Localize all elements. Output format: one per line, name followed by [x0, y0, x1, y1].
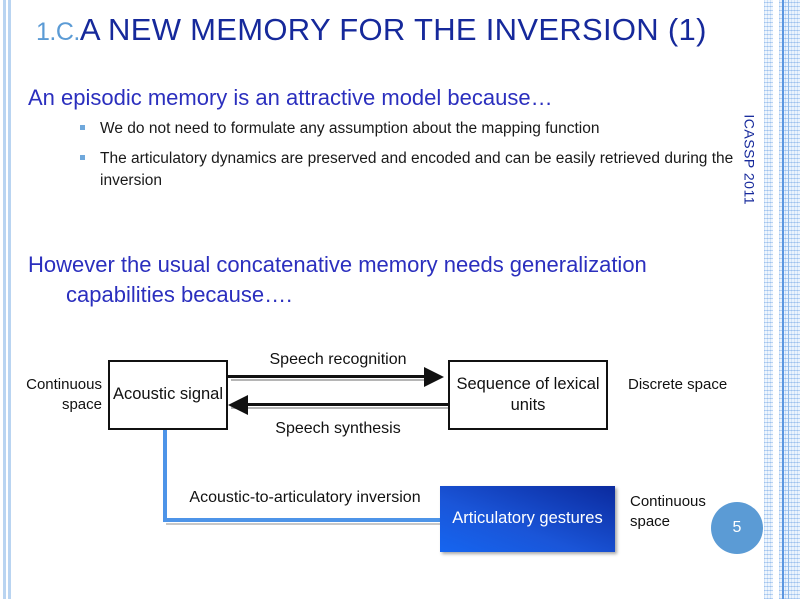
list-item-label: The articulatory dynamics are preserved … — [100, 150, 734, 189]
list-item: The articulatory dynamics are preserved … — [76, 148, 736, 192]
right-border-accent-line — [782, 0, 784, 599]
right-border-stripe-outer — [764, 0, 773, 599]
arrow-recognition-shaft — [228, 375, 426, 378]
arrow-synthesis-shadow — [231, 407, 451, 409]
label-continuous-space-left: Continuous space — [26, 376, 102, 414]
arrow-label-speech-recognition: Speech recognition — [269, 351, 407, 368]
arrow-label-acoustic-to-articulatory-inversion: Acoustic-to-articulatory inversion — [189, 489, 421, 506]
label-continuous-space-bottom: Continuous space — [630, 493, 706, 531]
page-number-badge: 5 — [711, 502, 763, 554]
left-border-decoration — [0, 0, 14, 599]
arrow-synthesis-shaft — [248, 403, 448, 406]
diagram-box-lexical-units: Sequence of lexical units — [448, 360, 608, 430]
right-border-gap — [773, 0, 779, 599]
section-heading-concatenative-memory: However the usual concatenative memory n… — [28, 250, 728, 309]
square-bullet-icon — [80, 155, 85, 160]
label-discrete-space: Discrete space — [628, 376, 728, 393]
heading2-line1: However the usual concatenative memory n… — [28, 252, 647, 277]
square-bullet-icon — [80, 125, 85, 130]
connector-inversion-horizontal — [163, 518, 445, 522]
diagram-box-acoustic-signal: Acoustic signal — [108, 360, 228, 430]
diagram-box-articulatory-gestures: Articulatory gestures — [440, 486, 615, 552]
list-item: We do not need to formulate any assumpti… — [76, 118, 736, 140]
heading2-line2: capabilities because…. — [66, 281, 293, 307]
inversion-diagram: Continuous space Acoustic signal Speech … — [0, 340, 800, 599]
arrow-recognition-shadow — [231, 379, 431, 381]
page-title: 1.C.A NEW MEMORY FOR THE INVERSION (1) — [36, 12, 707, 48]
right-border-decoration — [764, 0, 800, 599]
conference-label: ICASSP 2011 — [742, 114, 758, 205]
list-item-label: We do not need to formulate any assumpti… — [100, 120, 600, 137]
connector-inversion-shadow — [166, 523, 448, 525]
arrow-recognition-head-icon — [424, 367, 444, 387]
title-text: A NEW MEMORY FOR THE INVERSION (1) — [79, 12, 707, 47]
connector-inversion-vertical — [163, 430, 167, 522]
right-border-stripe-inner — [779, 0, 800, 599]
arrow-synthesis-head-icon — [228, 395, 248, 415]
arrow-label-speech-synthesis: Speech synthesis — [275, 420, 401, 437]
left-border-line-inner — [8, 0, 11, 599]
section-heading-episodic-memory: An episodic memory is an attractive mode… — [28, 85, 553, 110]
bullet-list: We do not need to formulate any assumpti… — [76, 118, 736, 200]
right-border-accent-line-secondary — [788, 0, 789, 599]
title-section-number: 1.C. — [36, 18, 80, 46]
left-border-line-outer — [3, 0, 6, 599]
